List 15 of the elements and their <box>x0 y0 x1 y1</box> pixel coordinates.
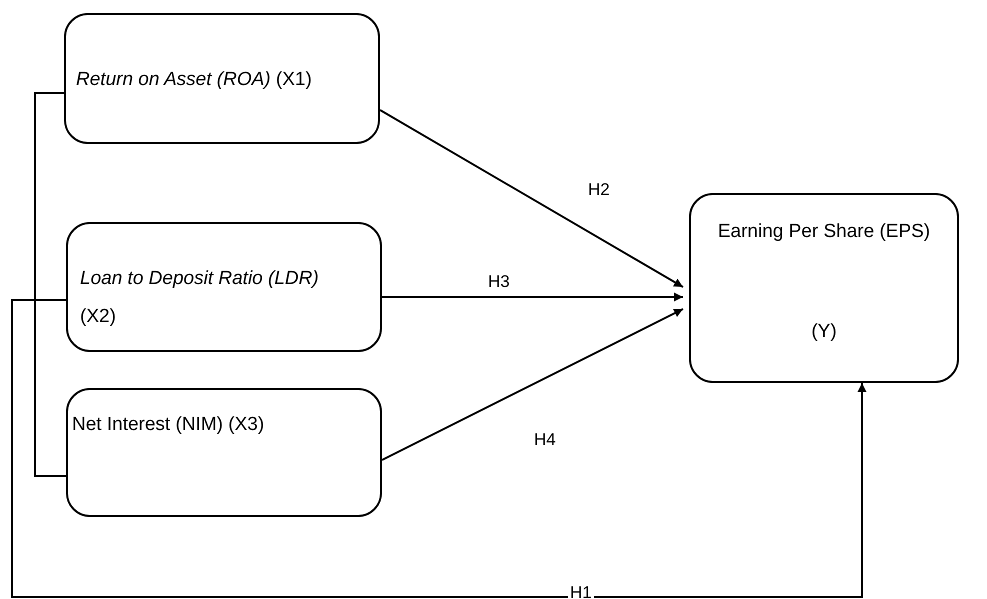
connector-line <box>34 92 66 477</box>
node-text: Earning Per Share (EPS) <box>716 220 932 244</box>
rounded-box <box>689 193 959 383</box>
arrow <box>382 308 684 461</box>
edge-label: H1 <box>568 583 594 599</box>
arrow <box>380 109 684 288</box>
node-text: Return on Asset (ROA) (X1) <box>76 68 313 92</box>
rounded-box <box>64 13 380 144</box>
node-text: (Y) <box>810 320 838 344</box>
arrow <box>382 292 683 302</box>
node-text: Net Interest (NIM) (X3) <box>72 413 266 437</box>
rounded-box <box>66 222 382 352</box>
rounded-box <box>66 388 382 517</box>
node-text: Loan to Deposit Ratio (LDR) (X2) <box>80 267 320 329</box>
arrow <box>11 299 866 598</box>
